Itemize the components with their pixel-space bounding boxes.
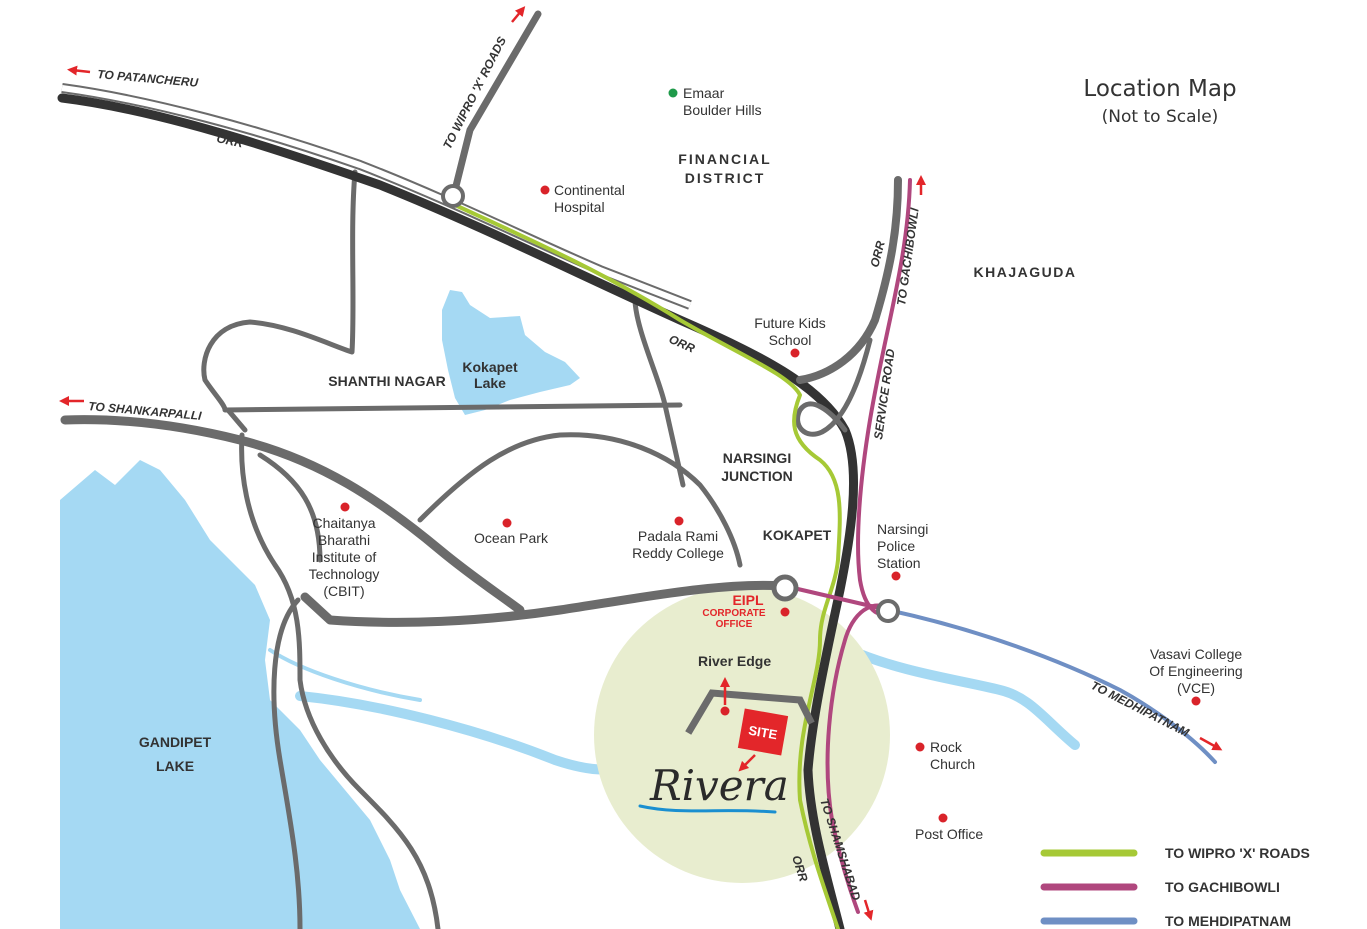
eipl-line1: CORPORATE — [702, 608, 765, 619]
poi-dot-ocean-park — [502, 518, 512, 528]
area-kokapet-lake-2: Lake — [474, 375, 506, 391]
poi-emaar-2: Boulder Hills — [683, 102, 762, 118]
poi-rock-church-1: Rock — [930, 739, 963, 755]
area-narsingi-2: JUNCTION — [721, 468, 793, 484]
road-cbit-to-junction — [300, 580, 790, 627]
direction-arrows — [59, 6, 1223, 921]
route-wipro — [453, 203, 842, 929]
legend-label-mehdipatnam: TO MEHDIPATNAM — [1165, 913, 1291, 929]
poi-police-1: Narsingi — [877, 521, 928, 537]
legend: TO WIPRO 'X' ROADS TO GACHIBOWLI TO MEHD… — [1040, 845, 1310, 929]
poi-cbit-3: Institute of — [312, 549, 377, 565]
route-eipl-link — [783, 584, 890, 612]
rivera-logo: Rivera — [638, 761, 789, 814]
orr-north-spur — [796, 176, 902, 384]
map-subtitle: (Not to Scale) — [1102, 107, 1219, 127]
road-north-link — [632, 297, 686, 488]
label-to-patancheru: TO PATANCHERU — [97, 67, 199, 90]
poi-dot-vasavi — [1191, 696, 1201, 706]
road-to-wipro — [451, 10, 542, 194]
area-khajaguda: KHAJAGUDA — [974, 264, 1077, 280]
poi-vasavi-1: Vasavi College — [1150, 646, 1243, 662]
poi-dot-emaar — [668, 88, 678, 98]
poi-post-office: Post Office — [915, 826, 983, 842]
poi-dot-eipl — [780, 607, 790, 617]
poi-cbit-5: (CBIT) — [323, 583, 364, 599]
poi-emaar-1: Emaar — [683, 85, 725, 101]
arrow-site — [738, 754, 756, 772]
poi-dot-police — [891, 571, 901, 581]
poi-cbit-1: Chaitanya — [312, 515, 375, 531]
label-orr-1: ORR — [215, 131, 244, 150]
arrow-mehdipatnam — [1199, 736, 1223, 751]
poi-vasavi-2: Of Engineering — [1149, 663, 1242, 679]
poi-cbit-2: Bharathi — [318, 532, 370, 548]
legend-label-gachibowli: TO GACHIBOWLI — [1165, 879, 1280, 895]
poi-padala-2: Reddy College — [632, 545, 724, 561]
poi-padala-1: Padala Rami — [638, 528, 718, 544]
road-cbit-vertical — [239, 432, 441, 929]
legend-label-wipro: TO WIPRO 'X' ROADS — [1165, 845, 1310, 861]
site-badge-label: SITE — [747, 723, 778, 743]
poi-dot-river-edge — [720, 706, 730, 716]
poi-dot-future-kids — [790, 348, 800, 358]
area-narsingi-1: NARSINGI — [723, 450, 791, 466]
poi-police-2: Police — [877, 538, 915, 554]
map-title: Location Map — [1083, 76, 1236, 102]
arrow-wipro — [511, 6, 526, 23]
junction-eipl — [771, 574, 799, 602]
road-central-1 — [225, 407, 248, 433]
route-mehdipatnam — [886, 608, 1217, 764]
poi-dot-rock-church — [915, 742, 925, 752]
area-financial-district-1: FINANCIAL — [678, 151, 771, 167]
poi-police-3: Station — [877, 555, 921, 571]
area-gandipet-2: LAKE — [156, 758, 194, 774]
rivera-wave — [638, 804, 777, 814]
road-kokapet-link — [257, 452, 323, 563]
poi-future-kids-1: Future Kids — [754, 315, 826, 331]
label-orr-3: ORR — [867, 239, 888, 269]
area-shanthi-nagar: SHANTHI NAGAR — [328, 373, 445, 389]
poi-dot-cbit — [340, 502, 350, 512]
river-edge-building — [685, 689, 815, 735]
poi-dot-post-office — [938, 813, 948, 823]
label-orr-2: ORR — [667, 332, 697, 356]
site-badge-box — [737, 708, 789, 756]
junction-orr-wipro — [441, 184, 465, 208]
area-kokapet-lake-1: Kokapet — [462, 359, 518, 375]
label-to-wipro: TO WIPRO 'X' ROADS — [440, 34, 509, 151]
road-south-curve — [271, 597, 303, 929]
area-financial-district-2: DISTRICT — [685, 170, 766, 186]
poi-ocean-park: Ocean Park — [474, 530, 549, 546]
road-central-2 — [417, 432, 743, 568]
poi-dot-continental — [540, 185, 550, 195]
orr-interchange-loop — [795, 337, 873, 437]
area-kokapet: KOKAPET — [763, 527, 832, 543]
poi-river-edge: River Edge — [698, 653, 771, 669]
kokapet-lake-water — [442, 290, 580, 415]
poi-continental-2: Hospital — [554, 199, 605, 215]
poi-rock-church-2: Church — [930, 756, 975, 772]
eipl-line2: OFFICE — [716, 619, 753, 630]
site-badge: SITE — [737, 708, 789, 756]
rivera-wordmark: Rivera — [649, 761, 789, 810]
arrow-shamshabad — [863, 899, 874, 921]
road-shankarpalli — [60, 415, 525, 615]
poi-dot-padala — [674, 516, 684, 526]
road-shanthi-loop — [201, 169, 683, 413]
local-roads — [201, 169, 743, 929]
poi-cbit-4: Technology — [309, 566, 380, 582]
arrow-patancheru — [67, 65, 91, 76]
poi-vasavi-3: (VCE) — [1177, 680, 1215, 696]
poi-continental-1: Continental — [554, 182, 625, 198]
gandipet-lake-water — [60, 460, 420, 929]
river-thin — [268, 648, 422, 702]
junction-narsingi-police — [876, 599, 900, 623]
area-gandipet-1: GANDIPET — [139, 734, 212, 750]
eipl-name: EIPL — [732, 592, 764, 608]
orr-main-road — [57, 93, 859, 929]
poi-future-kids-2: School — [769, 332, 812, 348]
